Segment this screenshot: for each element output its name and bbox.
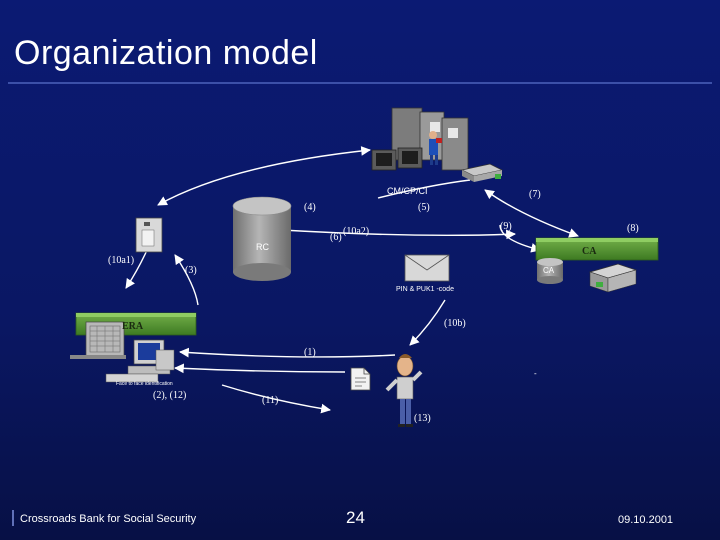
edge-label-8: (8) bbox=[627, 223, 639, 234]
edge-label-1: (1) bbox=[304, 347, 316, 358]
arrow-7 bbox=[484, 189, 579, 238]
rc-database-icon bbox=[232, 196, 292, 281]
edge-label-4: (4) bbox=[304, 202, 316, 213]
arrow-3 bbox=[174, 254, 199, 306]
edge-label-11: (11) bbox=[262, 395, 279, 406]
face-to-face-label: Face to face identification bbox=[116, 381, 173, 387]
arrow-10b bbox=[409, 299, 446, 346]
dash-mark: - bbox=[534, 369, 537, 378]
edge-label-7: (7) bbox=[529, 189, 541, 200]
arrow-5-7 bbox=[377, 179, 471, 199]
ca-platform bbox=[535, 237, 659, 261]
slide-title: Organization model bbox=[14, 34, 318, 72]
ca-db-label: CA bbox=[543, 266, 555, 275]
edge-label-10a1: (10a1) bbox=[108, 255, 135, 266]
citizen-person-icon bbox=[385, 354, 423, 427]
edge-label-13: (13) bbox=[414, 413, 431, 424]
rc-label: RC bbox=[256, 242, 269, 252]
ca-platform-label: CA bbox=[582, 246, 597, 257]
edge-label-6: (6) bbox=[330, 232, 342, 243]
arrow-6-10a2 bbox=[281, 225, 516, 240]
pin-puk-label: PIN & PUK1 -code bbox=[396, 286, 454, 293]
page-number: 24 bbox=[346, 508, 365, 527]
cm-workstation-icon bbox=[371, 107, 504, 182]
edge-label-10a2: (10a2) bbox=[343, 226, 370, 237]
footer-organization: Crossroads Bank for Social Security bbox=[20, 513, 197, 525]
cm-label: CM/CP/CI bbox=[387, 186, 428, 196]
printer-icon bbox=[588, 263, 638, 293]
computer-icon bbox=[105, 339, 175, 383]
edge-label-10b: (10b) bbox=[444, 318, 466, 329]
footer-date: 09.10.2001 bbox=[618, 514, 674, 526]
arrow-10a1 bbox=[125, 247, 149, 289]
arrow-4 bbox=[157, 146, 371, 206]
envelope-icon bbox=[404, 254, 450, 282]
card-reader-icon bbox=[135, 217, 163, 253]
arrow-9 bbox=[499, 224, 541, 253]
arrow-2-12 bbox=[174, 363, 346, 374]
ca-database-icon bbox=[537, 258, 563, 284]
footer-accent-bar bbox=[12, 510, 14, 526]
document-icon bbox=[350, 367, 371, 391]
title-underline bbox=[8, 82, 712, 84]
era-label: ERA bbox=[122, 321, 144, 332]
arrow-1 bbox=[179, 347, 396, 358]
edge-label-5: (5) bbox=[418, 202, 430, 213]
edge-label-9: (9) bbox=[500, 221, 512, 232]
edge-label-2-12: (2), (12) bbox=[153, 390, 187, 401]
arrow-11 bbox=[221, 384, 331, 414]
office-building-icon bbox=[70, 321, 126, 359]
edge-label-3: (3) bbox=[185, 265, 197, 276]
